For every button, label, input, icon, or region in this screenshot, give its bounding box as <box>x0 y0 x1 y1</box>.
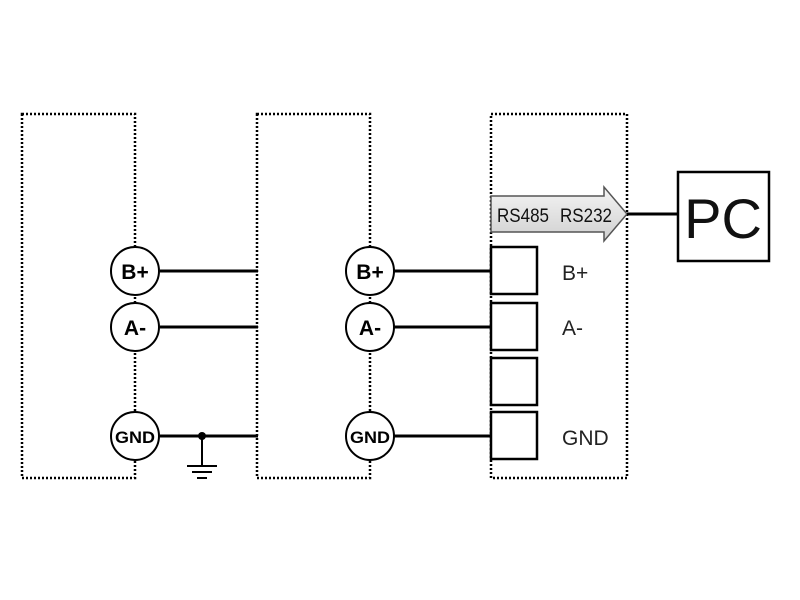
device-2-terminal-gnd: GND <box>345 411 395 461</box>
device-2-terminal-a-minus: A- <box>345 302 395 352</box>
device-2-terminal-b-plus: B+ <box>345 246 395 296</box>
pc-label: PC <box>684 187 762 250</box>
rs485-label: RS485 <box>497 206 549 227</box>
converter-terminal-a-minus <box>489 301 539 352</box>
rs232-label: RS232 <box>560 206 612 227</box>
converter-terminal-b-plus <box>489 245 539 296</box>
converter-box <box>489 112 629 480</box>
converter-terminal-gnd <box>489 410 539 461</box>
terminal-label: GND <box>350 428 390 447</box>
terminal-label: GND <box>115 428 155 447</box>
device-2-box <box>255 112 372 480</box>
ground-symbol <box>187 432 217 479</box>
device-1-terminal-b-plus: B+ <box>110 246 160 296</box>
converter-label-gnd: GND <box>562 427 609 450</box>
rs485-rs232-arrow <box>490 184 628 244</box>
converter-label-b-plus: B+ <box>562 262 588 285</box>
converter-label-a-minus: A- <box>562 317 583 340</box>
device-1-terminal-a-minus: A- <box>110 302 160 352</box>
terminal-label: A- <box>359 317 381 340</box>
pc-box <box>676 170 771 263</box>
terminal-label: A- <box>124 317 146 340</box>
converter-terminal-unused <box>489 356 539 407</box>
terminal-label: B+ <box>121 261 148 284</box>
device-1-box <box>20 112 137 480</box>
device-1-terminal-gnd: GND <box>110 411 160 461</box>
terminal-label: B+ <box>356 261 383 284</box>
